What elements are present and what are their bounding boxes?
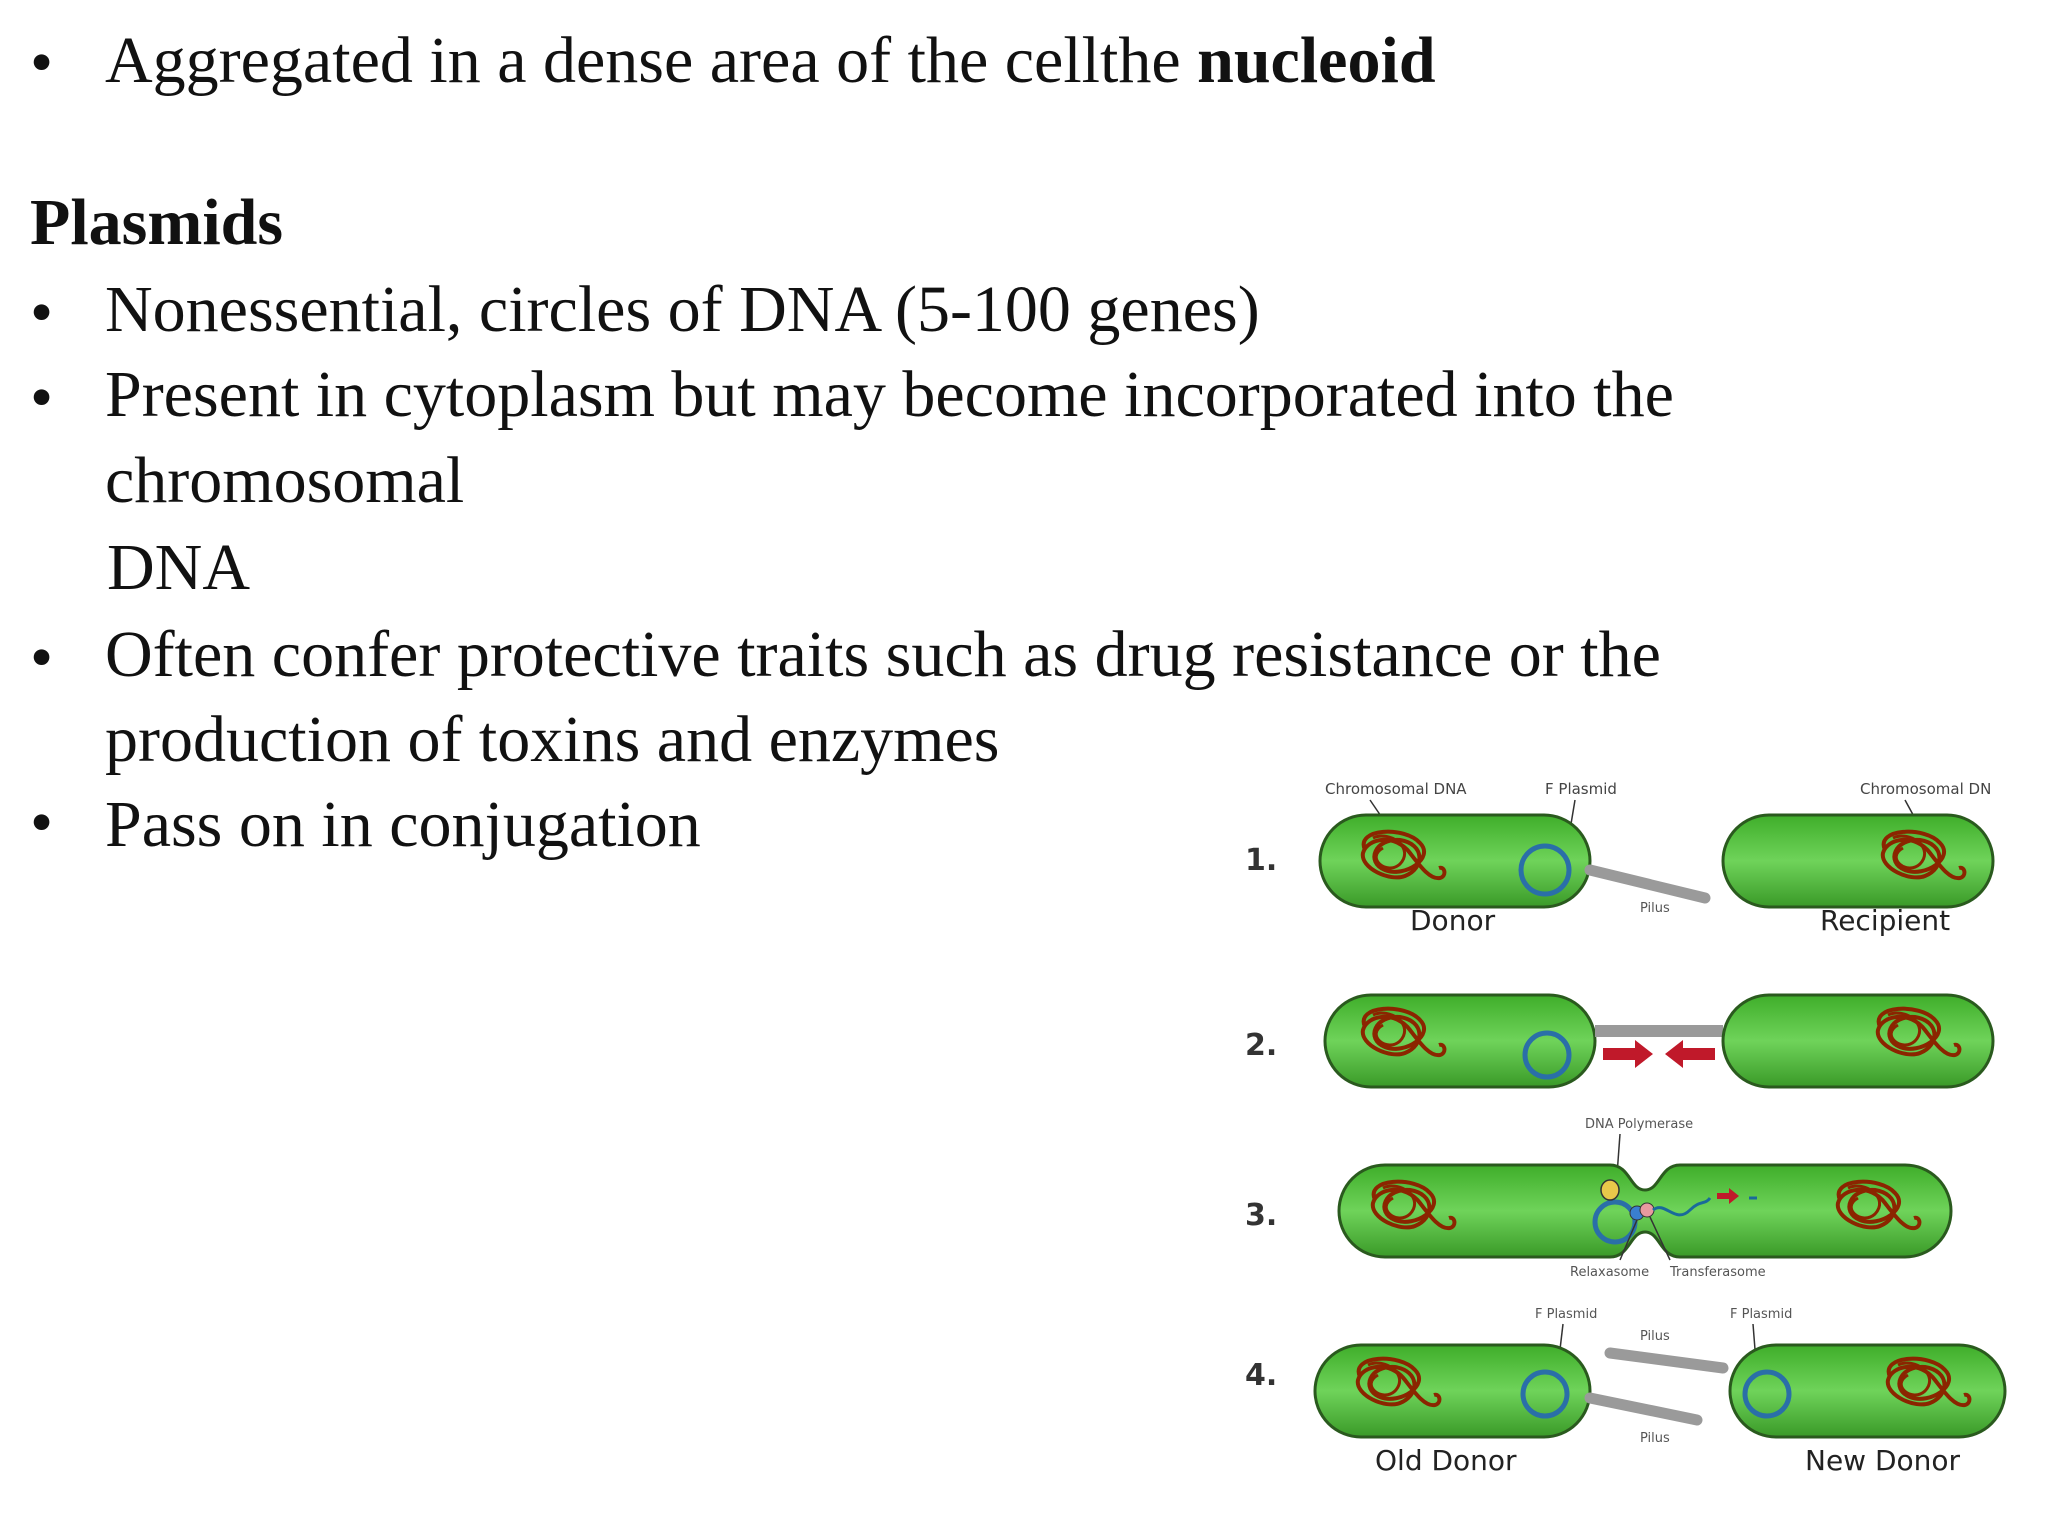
label-pilus-4a: Pilus (1640, 1329, 1670, 1344)
label-pilus-4b: Pilus (1640, 1431, 1670, 1446)
arrow-left-icon (1665, 1040, 1715, 1068)
label-donor: Donor (1410, 904, 1496, 937)
bullet-text-2: Present in cytoplasm but may become inco… (105, 358, 1674, 431)
bullet-marker: • (30, 276, 54, 349)
f-plasmid (1522, 1030, 1572, 1080)
bullet-text-2-cont: DNA (107, 531, 250, 604)
label-pilus-1: Pilus (1640, 901, 1670, 916)
bullet-text-3: Often confer protective traits such as d… (105, 618, 1661, 691)
bullet-text-3-cont: production of toxins and enzymes (105, 703, 1000, 776)
nucleoid-line-text: Aggregated in a dense area of the cellth… (105, 24, 1198, 97)
arrow-right-icon (1717, 1188, 1739, 1204)
label-f-plasmid-top: F Plasmid (1545, 780, 1617, 798)
f-plasmid (1742, 1369, 1792, 1419)
plasmids-heading: Plasmids (30, 186, 284, 259)
label-chromosomal-dna-right: Chromosomal DN (1860, 780, 1991, 798)
step-number-3: 3. (1245, 1198, 1277, 1233)
pilus (1584, 864, 1711, 904)
old-donor-cell (1313, 1343, 1592, 1439)
step-number-2: 2. (1245, 1028, 1277, 1063)
label-new-donor: New Donor (1805, 1444, 1961, 1477)
arrow-right-icon (1603, 1040, 1653, 1068)
step-number-1: 1. (1245, 843, 1277, 878)
label-chromosomal-dna-left: Chromosomal DNA (1325, 780, 1467, 798)
bullet-text-2-cont: chromosomal (105, 444, 465, 517)
dna-polymerase (1600, 1179, 1620, 1201)
new-donor-cell (1728, 1343, 2007, 1439)
label-f-plasmid-left: F Plasmid (1535, 1307, 1597, 1322)
recipient-cell (1721, 813, 1995, 909)
bullet-marker: • (30, 361, 54, 434)
step-number-4: 4. (1245, 1358, 1277, 1393)
label-f-plasmid-right: F Plasmid (1730, 1307, 1792, 1322)
bullet-marker: • (30, 26, 54, 99)
bullet-text-1: Nonessential, circles of DNA (5-100 gene… (105, 273, 1260, 346)
transferasome (1639, 1202, 1655, 1218)
label-transferasome: Transferasome (1669, 1265, 1766, 1280)
label-recipient: Recipient (1820, 904, 1950, 937)
f-plasmid (1518, 843, 1572, 897)
label-dna-polymerase: DNA Polymerase (1585, 1117, 1693, 1132)
pilus (1604, 1347, 1729, 1374)
transferred-dna-strand (1652, 1197, 1712, 1217)
nucleoid-term: nucleoid (1197, 24, 1436, 97)
conjugation-diagram: Chromosomal DNA F Plasmid Chromosomal DN… (1245, 780, 2007, 1477)
label-relaxasome: Relaxasome (1570, 1265, 1649, 1280)
label-old-donor: Old Donor (1375, 1444, 1517, 1477)
bullet-text-4: Pass on in conjugation (105, 788, 701, 861)
pilus (1595, 1025, 1723, 1037)
recipient-cell (1721, 993, 1995, 1089)
pilus (1584, 1392, 1703, 1426)
nucleoid-line: Aggregated in a dense area of the cellth… (105, 28, 1436, 94)
bullet-marker: • (30, 786, 54, 859)
f-plasmid (1520, 1369, 1570, 1419)
bullet-marker: • (30, 621, 54, 694)
f-plasmid (1592, 1199, 1638, 1245)
